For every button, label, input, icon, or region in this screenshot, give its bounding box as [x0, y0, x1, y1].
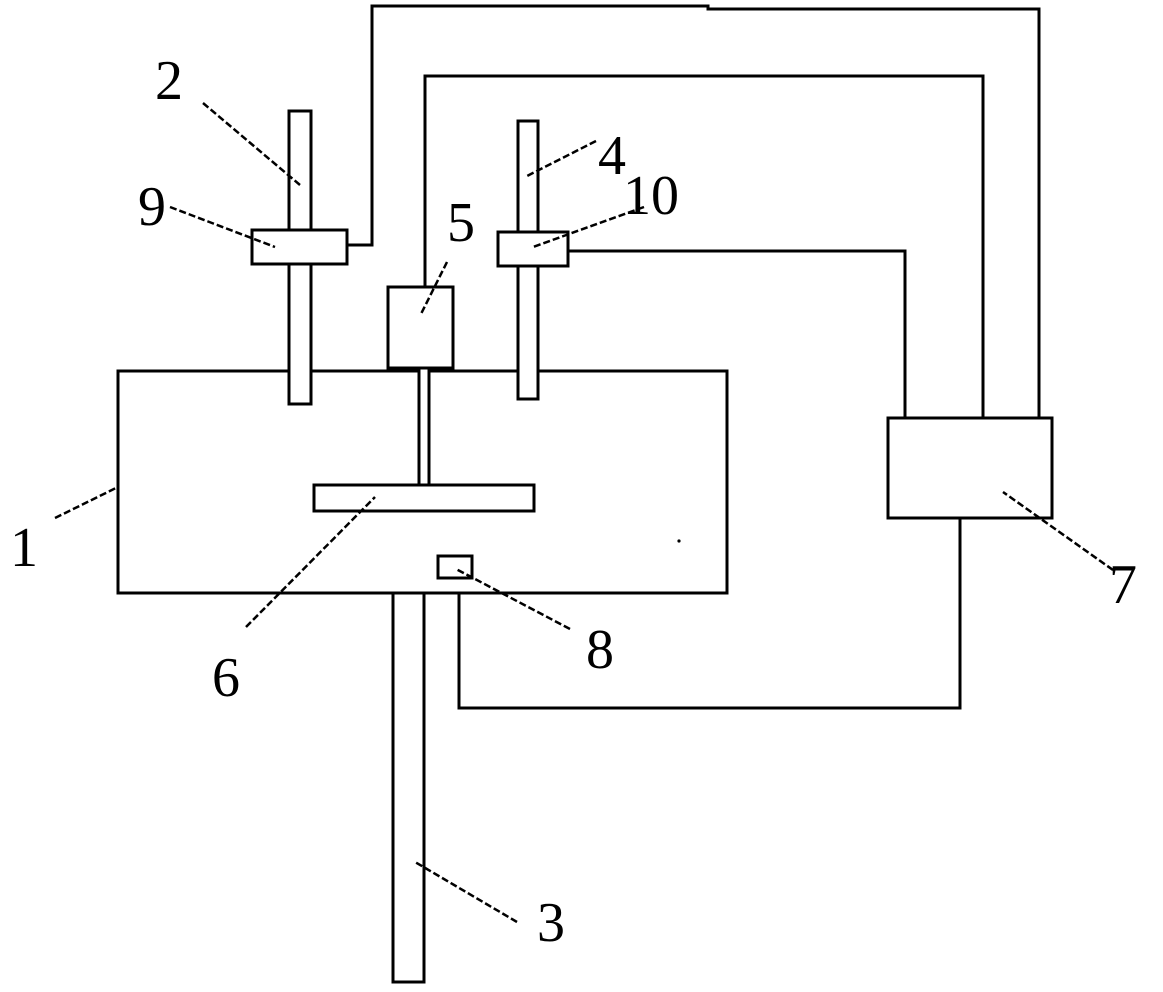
- leader-3: [414, 860, 518, 924]
- label-part-5: 5: [447, 192, 475, 254]
- label-part-1: 1: [10, 517, 38, 579]
- motor-part-5: [386, 285, 455, 370]
- label-part-7: 7: [1109, 554, 1137, 616]
- leader-8: [455, 567, 571, 631]
- wire-5-to-7: [423, 74, 985, 418]
- leader-7: [1002, 490, 1114, 572]
- stirrer-shaft: [417, 366, 431, 487]
- leader-2: [202, 102, 301, 186]
- wire-10-to-7: [568, 249, 907, 418]
- wire-9-to-7: [347, 4, 1041, 418]
- stirrer-plate-part-6: [312, 483, 536, 513]
- leader-4: [526, 139, 597, 178]
- wire-8-to-7: [457, 518, 962, 710]
- label-part-6: 6: [212, 647, 240, 709]
- label-part-9: 9: [138, 176, 166, 238]
- label-part-10: 10: [623, 165, 679, 227]
- leader-9: [169, 205, 276, 249]
- sensor-part-9: [250, 228, 349, 266]
- label-part-4: 4: [598, 125, 626, 187]
- label-part-3: 3: [537, 892, 565, 954]
- controller-part-7: [886, 416, 1054, 520]
- label-part-8: 8: [586, 619, 614, 681]
- leader-1: [54, 485, 119, 520]
- stray-dot: [677, 539, 681, 543]
- label-part-2: 2: [155, 50, 183, 112]
- pipe-part-3: [391, 591, 426, 984]
- leader-6: [245, 496, 376, 628]
